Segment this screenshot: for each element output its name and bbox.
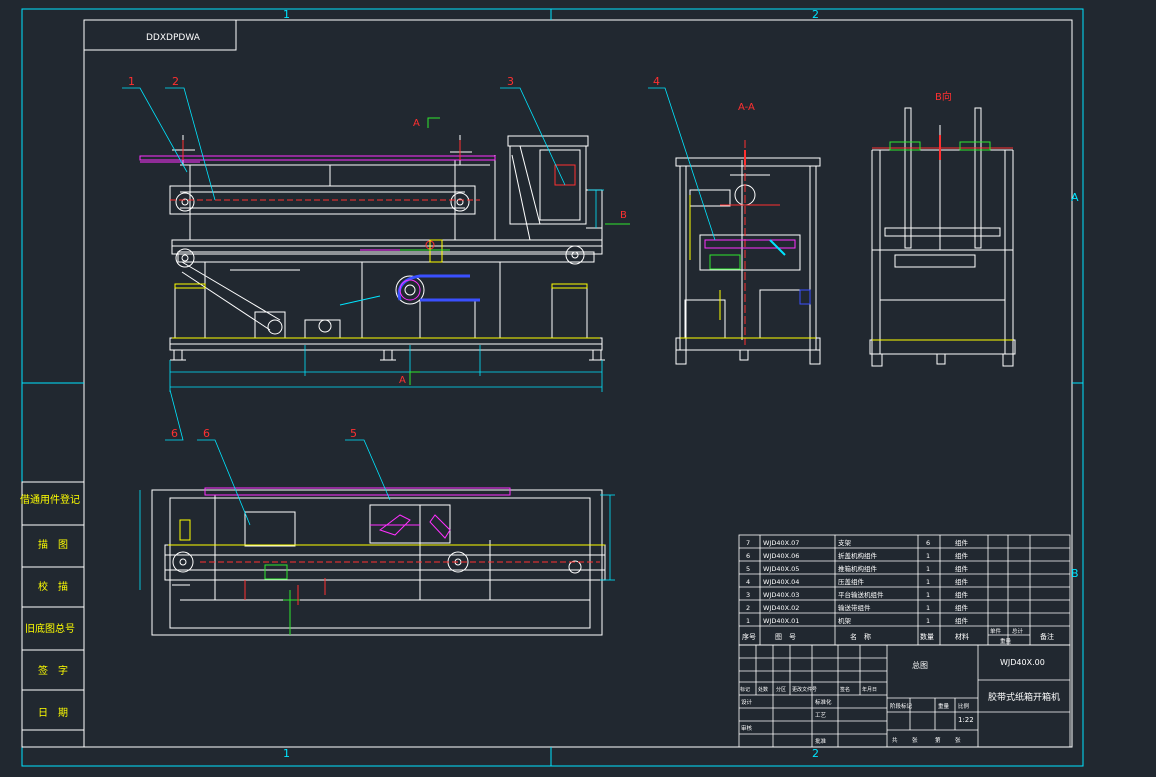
sheet-total: 共 — [892, 736, 898, 744]
bom-cell-mat: 组件 — [955, 616, 969, 625]
sheet-no: 第 — [935, 736, 941, 744]
rev-h-sign: 签名 — [840, 686, 850, 693]
stamp-5: 签 字 — [38, 664, 68, 677]
rev-h-date: 年月日 — [862, 686, 877, 693]
stage-mark: 阶段标记 — [890, 702, 913, 710]
bom-cell-mat: 组件 — [955, 603, 969, 612]
row-approve: 批准 — [815, 737, 827, 745]
bom-cell-mat: 组件 — [955, 538, 969, 547]
bom-h-code: 图 号 — [775, 633, 796, 641]
bom-h-no: 序号 — [742, 632, 756, 641]
bom-cell-no: 3 — [746, 591, 750, 599]
scale-value: 1:22 — [958, 716, 974, 724]
cut-a-bottom: A — [399, 375, 406, 386]
callout-4: 4 — [653, 75, 660, 88]
bom-cell-mat: 组件 — [955, 577, 969, 586]
bom-cell-code: WJD40X.04 — [763, 578, 799, 586]
bom-cell-name: 输送带组件 — [838, 603, 871, 612]
stamp-1: 借通用件登记 — [20, 493, 80, 506]
section-aa-title: A-A — [738, 102, 755, 113]
row-standard: 标准化 — [815, 698, 832, 706]
bom-cell-name: 推箱机构组件 — [838, 564, 878, 573]
zone-top-1: 1 — [283, 8, 290, 21]
bom-cell-no: 2 — [746, 604, 750, 612]
bom-h-w2: 总计 — [1012, 627, 1024, 635]
zone-right-a: A — [1071, 191, 1079, 204]
bom-cell-qty: 1 — [926, 565, 930, 573]
bom-cell-no: 7 — [746, 539, 750, 547]
bom-h-name: 名 称 — [850, 632, 871, 641]
bom-cell-no: 1 — [746, 617, 750, 625]
bom-cell-no: 6 — [746, 552, 750, 560]
bom-cell-name: 机架 — [838, 616, 852, 625]
sheet-no-unit: 张 — [955, 736, 961, 744]
product-name: 胶带式纸箱开箱机 — [988, 691, 1060, 703]
bom-cell-mat: 组件 — [955, 551, 969, 560]
bom-cell-code: WJD40X.01 — [763, 617, 799, 625]
bom-cell-no: 5 — [746, 565, 750, 573]
bom-cell-mat: 组件 — [955, 590, 969, 599]
bom-cell-code: WJD40X.02 — [763, 604, 799, 612]
cut-a-top: A — [413, 118, 420, 129]
bom-cell-mat: 组件 — [955, 564, 969, 573]
bom-cell-qty: 6 — [926, 539, 930, 547]
assembly-label: 总图 — [912, 660, 928, 670]
callout-3: 3 — [507, 75, 514, 88]
bom-cell-name: 平台输送机组件 — [838, 590, 884, 599]
rev-h-zone: 分区 — [776, 686, 786, 693]
zone-bottom-1: 1 — [283, 747, 290, 760]
bom-cell-name: 支架 — [838, 538, 852, 547]
row-review: 审核 — [741, 724, 753, 732]
bom-cell-code: WJD40X.03 — [763, 591, 799, 599]
cut-b: B — [620, 210, 627, 221]
zone-top-2: 2 — [812, 8, 819, 21]
drawing-number: WJD40X.00 — [1000, 658, 1045, 667]
bom-h-note: 备注 — [1040, 632, 1054, 641]
rev-h-mark: 标记 — [740, 686, 750, 693]
stamp-6: 日 期 — [38, 707, 68, 719]
stamp-2: 描 图 — [38, 538, 68, 551]
bom-h-wt: 重量 — [1000, 637, 1012, 645]
bom-h-qty: 数量 — [920, 632, 934, 641]
stamp-4: 旧底图总号 — [25, 622, 75, 635]
stage-weight: 重量 — [938, 702, 950, 710]
row-process: 工艺 — [815, 712, 827, 719]
zone-bottom-2: 2 — [812, 747, 819, 760]
stage-scale: 比例 — [958, 702, 970, 710]
bom-cell-name: 折盖机构组件 — [838, 551, 878, 560]
bom-h-mat: 材料 — [955, 632, 969, 641]
zone-right-b: B — [1071, 567, 1079, 580]
bom-cell-code: WJD40X.07 — [763, 539, 799, 547]
callout-6a: 6 — [203, 427, 210, 440]
stamp-3: 校 描 — [38, 580, 68, 593]
bom-cell-qty: 1 — [926, 591, 930, 599]
bom-cell-qty: 1 — [926, 617, 930, 625]
bom-cell-code: WJD40X.05 — [763, 565, 799, 573]
bom-cell-code: WJD40X.06 — [763, 552, 799, 560]
callout-6b: 6 — [171, 427, 178, 440]
code-box-text: DDXDPDWA — [146, 33, 201, 43]
bom-cell-no: 4 — [746, 578, 750, 586]
callout-2: 2 — [172, 75, 179, 88]
row-design: 设计 — [741, 698, 753, 706]
callout-5: 5 — [350, 427, 357, 440]
rev-h-file: 更改文件号 — [792, 686, 817, 693]
sheet-total-unit: 张 — [912, 736, 918, 744]
rev-h-count: 处数 — [758, 686, 768, 693]
bom-cell-qty: 1 — [926, 552, 930, 560]
bom-h-w1: 单件 — [990, 627, 1002, 635]
view-b-title: B向 — [935, 90, 952, 103]
bom-cell-qty: 1 — [926, 604, 930, 612]
bom-cell-qty: 1 — [926, 578, 930, 586]
bom-cell-name: 压盖组件 — [838, 577, 865, 586]
callout-1: 1 — [128, 75, 135, 88]
